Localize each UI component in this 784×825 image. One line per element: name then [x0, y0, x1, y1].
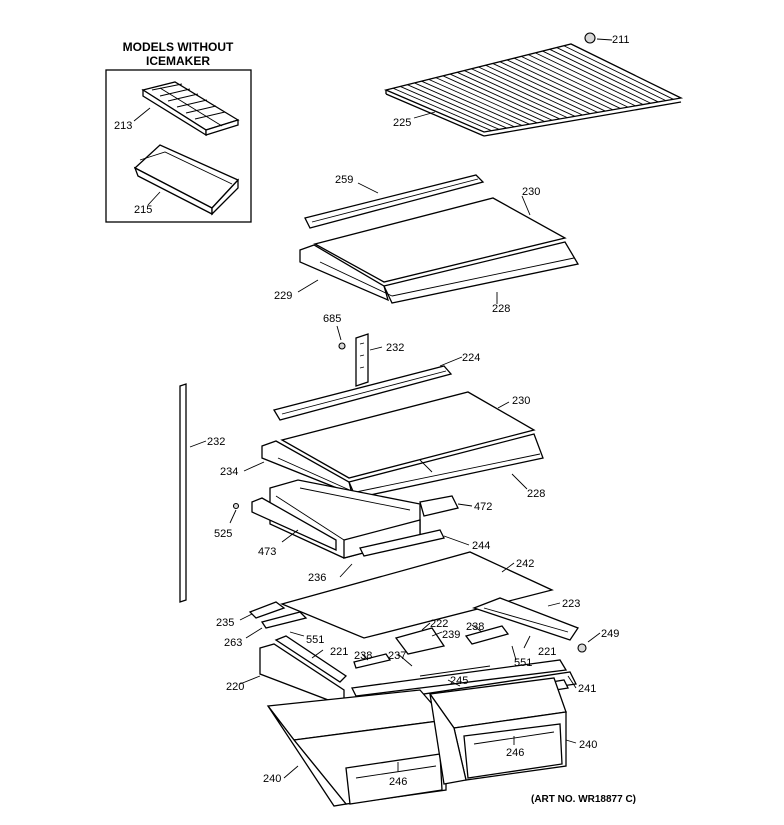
part-label-238-right: 238 — [466, 621, 484, 633]
inset-panel: MODELS WITHOUT ICEMAKER — [105, 40, 252, 223]
shelf-wire — [485, 64, 591, 115]
ice-bin-drawing — [133, 144, 240, 216]
part-label-221-right: 221 — [538, 646, 556, 658]
shelf-wire — [471, 68, 576, 117]
part-labels: 211 213 215 225 259 230 229 228 685 232 … — [114, 34, 630, 788]
part-label-234: 234 — [220, 466, 238, 478]
wire-shelf-drawing — [383, 32, 684, 137]
part-label-221-left: 221 — [330, 646, 348, 658]
part-label-220: 220 — [226, 681, 244, 693]
part-label-223: 223 — [562, 598, 580, 610]
part-label-235: 235 — [216, 617, 234, 629]
part-label-225: 225 — [393, 117, 411, 129]
shelf-wire — [535, 52, 644, 105]
part-label-237: 237 — [388, 650, 406, 662]
shelf-wire — [506, 59, 613, 111]
part-label-472: 472 — [474, 501, 492, 513]
part-label-240-right: 240 — [579, 739, 597, 751]
part-label-259: 259 — [335, 174, 353, 186]
part-label-215: 215 — [134, 204, 152, 216]
shelf-wire — [414, 82, 515, 128]
shelf-wire — [392, 87, 492, 132]
part-label-211: 211 — [612, 34, 630, 46]
bracket-drawing — [179, 325, 383, 603]
shelf-wire — [428, 78, 530, 125]
deli-drawer-drawing — [229, 479, 473, 559]
shelf-wire — [492, 63, 598, 113]
shelf-wire — [456, 71, 560, 120]
shelf-wire — [528, 54, 636, 107]
part-label-230-middle: 230 — [512, 395, 530, 407]
part-label-213: 213 — [114, 120, 132, 132]
part-label-232-bracket: 232 — [386, 342, 404, 354]
upper-shelf-drawing — [297, 174, 580, 304]
part-label-246-left: 246 — [389, 776, 407, 788]
shelf-wire — [563, 45, 674, 100]
shelf-wire — [556, 47, 667, 102]
ice-tray-drawing — [141, 81, 240, 137]
leader-213 — [133, 107, 151, 122]
part-label-230-upper: 230 — [522, 186, 540, 198]
shelf-wire — [549, 48, 659, 103]
shelf-wire — [421, 80, 523, 126]
inset-title-line1: MODELS WITHOUT — [123, 40, 234, 54]
shelf-wire — [464, 70, 568, 119]
crisper-pans-drawing — [266, 677, 577, 807]
part-label-228-middle: 228 — [527, 488, 545, 500]
part-label-473: 473 — [258, 546, 276, 558]
shelf-wire — [442, 75, 545, 122]
part-label-236: 236 — [308, 572, 326, 584]
part-label-685: 685 — [323, 313, 341, 325]
part-label-263: 263 — [224, 637, 242, 649]
shelf-wire — [435, 77, 538, 124]
part-label-249: 249 — [601, 628, 619, 640]
part-label-241: 241 — [578, 683, 596, 695]
middle-shelf-drawing — [243, 356, 544, 499]
part-label-244: 244 — [472, 540, 490, 552]
shelf-wire — [499, 61, 606, 112]
shelf-wire — [449, 73, 553, 121]
shelf-wire — [478, 66, 583, 116]
shelf-wire — [400, 86, 500, 130]
part-label-245: 245 — [450, 675, 468, 687]
part-label-242: 242 — [516, 558, 534, 570]
part-label-228-upper: 228 — [492, 303, 510, 315]
art-number: (ART NO. WR18877 C) — [531, 794, 636, 805]
inset-title-line2: ICEMAKER — [146, 54, 210, 68]
leader-215 — [147, 191, 161, 206]
part-label-246-right: 246 — [506, 747, 524, 759]
inset-frame — [105, 69, 252, 223]
part-label-551-left: 551 — [306, 634, 324, 646]
part-label-239: 239 — [442, 629, 460, 641]
shelf-wire — [513, 57, 621, 109]
part-label-238-left: 238 — [354, 650, 372, 662]
part-label-224: 224 — [462, 352, 480, 364]
part-label-232-vertical: 232 — [207, 436, 225, 448]
crisper-cover-drawing — [280, 551, 554, 639]
shelf-wire — [542, 50, 651, 104]
shelf-wire — [407, 84, 507, 129]
part-label-525: 525 — [214, 528, 232, 540]
part-label-222: 222 — [430, 618, 448, 630]
part-label-240-left: 240 — [263, 773, 281, 785]
part-label-551-right: 551 — [514, 657, 532, 669]
part-label-229: 229 — [274, 290, 292, 302]
shelf-wire — [520, 55, 629, 108]
